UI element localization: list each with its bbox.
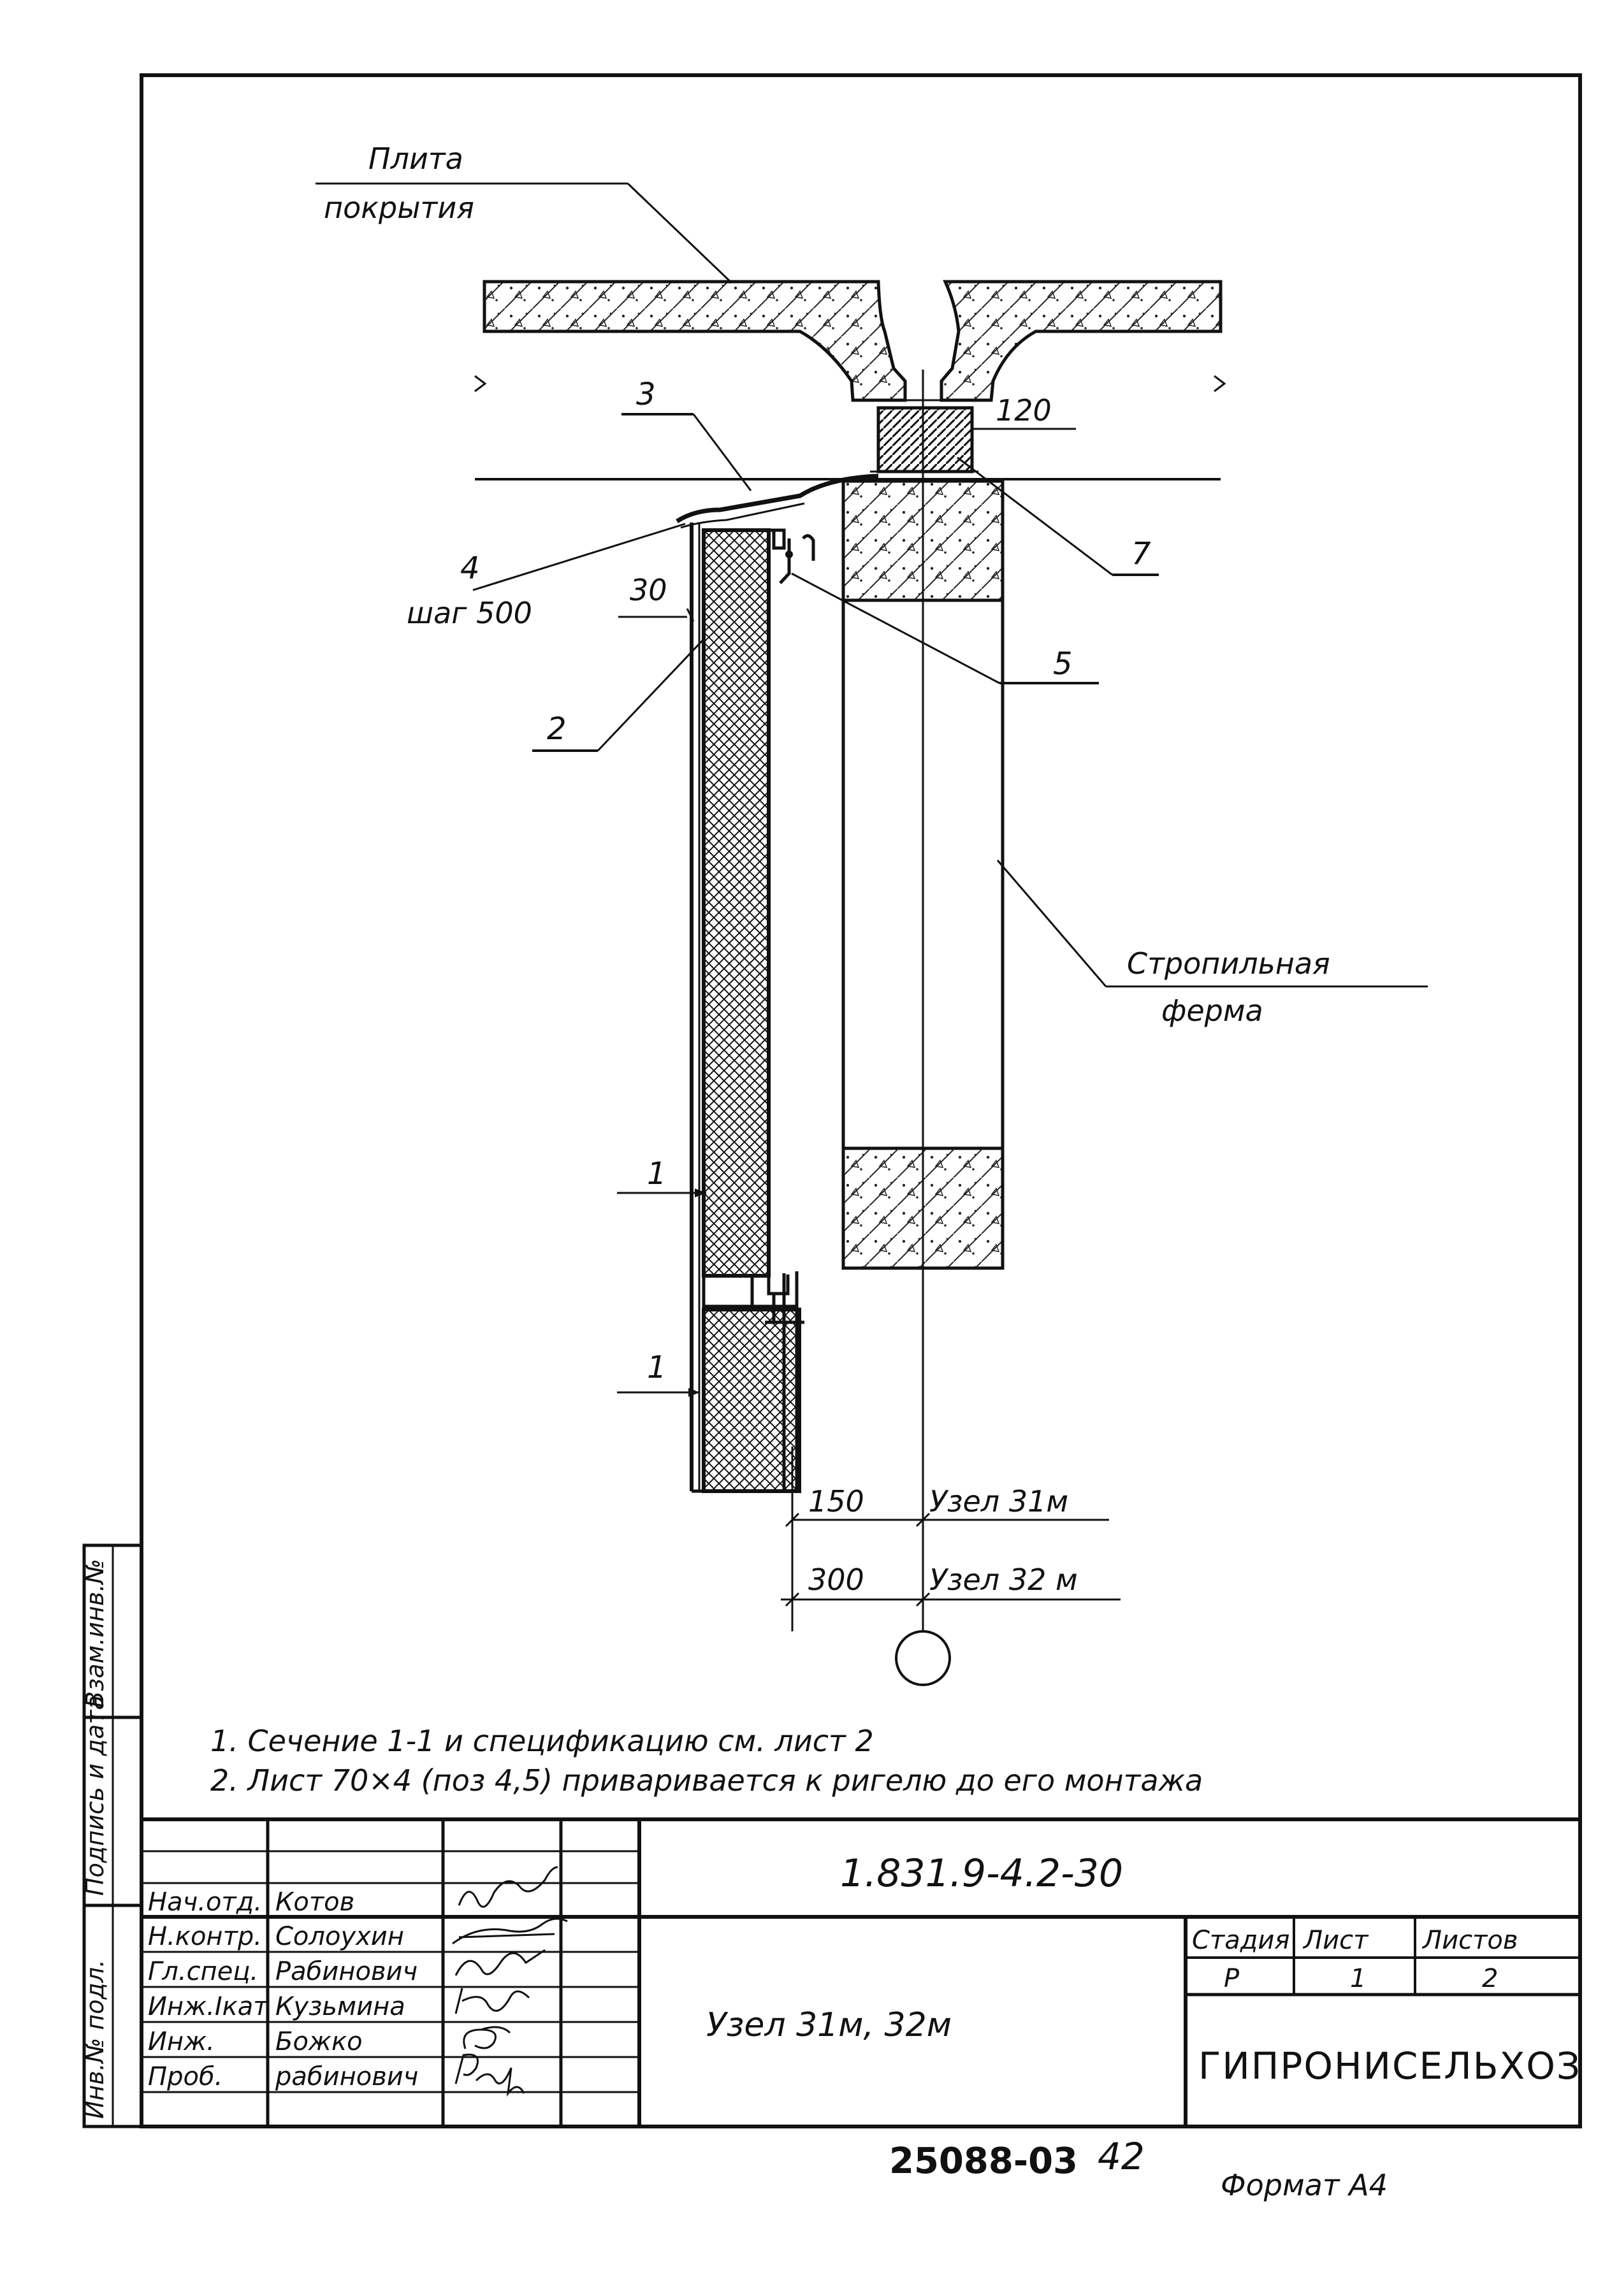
truss-label-line1: Стропильная: [1127, 946, 1330, 981]
flashing-sheet: [676, 473, 879, 523]
angle-bracket: [759, 528, 786, 550]
dim-300: 300: [808, 1563, 864, 1597]
role-6: Проб.: [148, 2062, 222, 2091]
upper-wall-panel: [702, 528, 771, 1278]
stage-value: Р: [1224, 1964, 1240, 1993]
roof-truss: [841, 370, 1005, 1686]
format-label: Формат А4: [1221, 2168, 1388, 2202]
signature-2: [452, 1917, 568, 1945]
bottom-dimensions: 150 Узел 31м 300 Узел 32 м: [781, 1447, 1121, 1631]
side-stamp-field-2: Подпись и дата: [81, 1695, 109, 1896]
sheets-value: 2: [1482, 1964, 1498, 1993]
sheet-value: 1: [1350, 1964, 1366, 1993]
callout-pos-4-step: шаг 500: [407, 596, 532, 630]
callout-pos-1-upper: 1: [647, 1156, 667, 1192]
page-number: 42: [1098, 2135, 1145, 2178]
drawing-title: Узел 31м, 32м: [706, 2006, 952, 2044]
callout-pos-7: 7: [1131, 536, 1151, 572]
callout-pos-3: 3: [636, 377, 656, 412]
name-1: Котов: [275, 1888, 354, 1917]
callout-pos-1-lower: 1: [647, 1350, 667, 1385]
role-5: Инж.: [148, 2027, 215, 2056]
slab-label-line1: Плита: [368, 141, 463, 176]
footer: 25088-03 42 Формат А4: [889, 2135, 1388, 2202]
node-32-label: Узел 32 м: [929, 1563, 1078, 1597]
roof-slab-right-rib: [940, 280, 1223, 402]
role-4: Инж.Iкат: [148, 1992, 269, 2021]
wall-panels: [690, 523, 804, 1493]
callout-pos-5: 5: [1053, 646, 1073, 682]
archive-number: 25088-03: [889, 2141, 1078, 2182]
axis-marker-circle: [895, 1630, 951, 1686]
sheet-frame: [140, 73, 1582, 2128]
signature-5: [463, 2026, 511, 2049]
side-stamp: Взам.инв.№ Подпись и дата Инв.№ подл.: [81, 1543, 143, 2128]
node-31-label: Узел 31м: [929, 1484, 1068, 1519]
side-stamp-field-1: Взам.инв.№: [81, 1559, 109, 1708]
name-5: Божко: [275, 2027, 363, 2056]
name-4: Кузьмина: [275, 1992, 405, 2021]
role-2: Н.контр.: [148, 1922, 262, 1951]
plate-pos-5: [779, 534, 815, 584]
signatures: [452, 1866, 568, 2097]
roof-slab-left-rib: [483, 280, 907, 402]
panel-joint-bracket: [765, 1294, 804, 1324]
organization-name: ГИПРОНИСЕЛЬХОЗ: [1198, 2044, 1581, 2088]
document-code: 1.831.9-4.2-30: [840, 1851, 1123, 1896]
name-6: рабинович: [275, 2062, 418, 2091]
signature-6: [454, 2053, 525, 2097]
signature-1: [458, 1866, 558, 1908]
signature-4: [454, 1988, 530, 2014]
note-2: 2. Лист 70×4 (поз 4,5) приваривается к р…: [210, 1763, 1203, 1798]
title-block: Нач.отд. Котов Н.контр. Солоухин Гл.спец…: [142, 1817, 1581, 2126]
callouts: Плита покрытия 3 4 шаг 500 30 2 5 7 120 …: [316, 141, 1428, 1397]
top-connection: [676, 473, 879, 584]
signature-3: [454, 1949, 546, 1976]
stage-header: Стадия: [1192, 1926, 1289, 1955]
callout-pos-2: 2: [547, 711, 567, 747]
side-stamp-field-3: Инв.№ подл.: [81, 1960, 109, 2119]
dim-150: 150: [808, 1484, 864, 1519]
truss-label-line2: ферма: [1161, 993, 1263, 1028]
sheet-header: Лист: [1302, 1926, 1369, 1955]
break-mark-right: [1214, 375, 1226, 393]
name-3: Рабинович: [275, 1957, 417, 1986]
notes: 1. Сечение 1-1 и спецификацию см. лист 2…: [210, 1724, 1203, 1798]
sheets-header: Листов: [1421, 1926, 1518, 1955]
break-mark-left: [474, 375, 487, 393]
note-1: 1. Сечение 1-1 и спецификацию см. лист 2: [210, 1724, 874, 1758]
roof-slab: [474, 280, 1226, 480]
bearing-pad: [876, 406, 974, 473]
callout-pos-4: 4: [460, 551, 480, 586]
panel-joint: [702, 1271, 799, 1491]
dim-120: 120: [996, 393, 1052, 428]
slab-label-line2: покрытия: [324, 191, 474, 225]
role-1: Нач.отд.: [148, 1888, 262, 1917]
dim-30: 30: [630, 573, 667, 607]
role-3: Гл.спец.: [148, 1957, 258, 1986]
name-2: Солоухин: [275, 1922, 404, 1951]
